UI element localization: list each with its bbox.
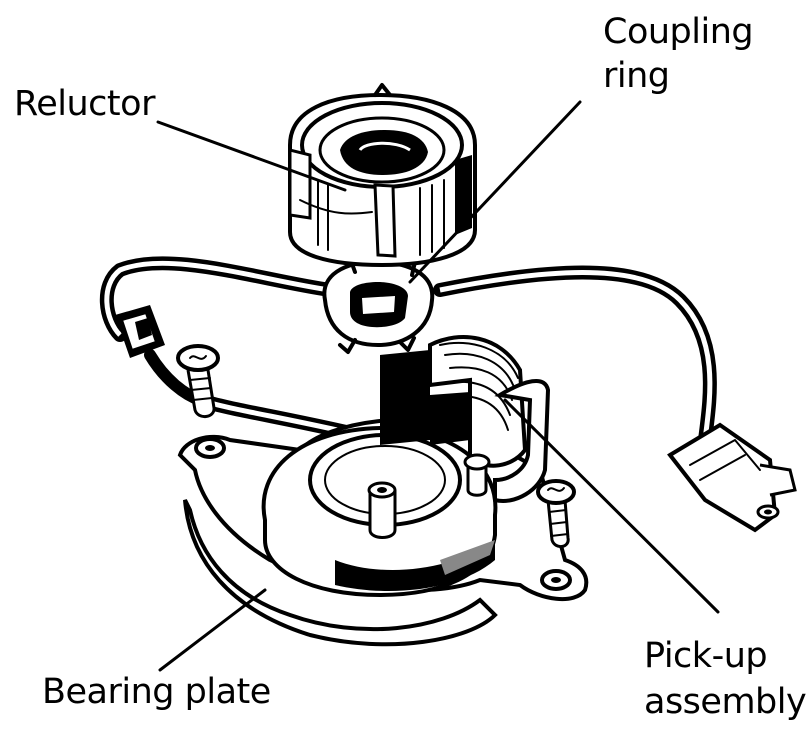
coupling-ring-leader — [408, 100, 582, 284]
coupling-ring — [322, 256, 435, 354]
label-coupling-ring-line2: ring — [603, 56, 670, 96]
fixing-screw-left — [176, 344, 220, 418]
label-pickup-line2: assembly — [644, 682, 807, 722]
label-reluctor: Reluctor — [14, 84, 155, 124]
pickup-coil — [380, 335, 551, 503]
hub-ring — [261, 425, 498, 598]
label-pickup-line1: Pick-up — [644, 636, 768, 676]
label-bearing-plate: Bearing plate — [42, 672, 271, 712]
reluctor — [288, 83, 477, 268]
pickup-leader — [503, 398, 720, 614]
leader-lines — [156, 100, 720, 672]
lead-plug — [667, 422, 797, 533]
reluctor-leader — [156, 120, 347, 192]
fixing-screw-right — [536, 479, 576, 548]
bearing-plate-leader — [158, 588, 267, 672]
harness-connector — [115, 305, 165, 358]
label-coupling-ring-line1: Coupling — [603, 12, 754, 52]
